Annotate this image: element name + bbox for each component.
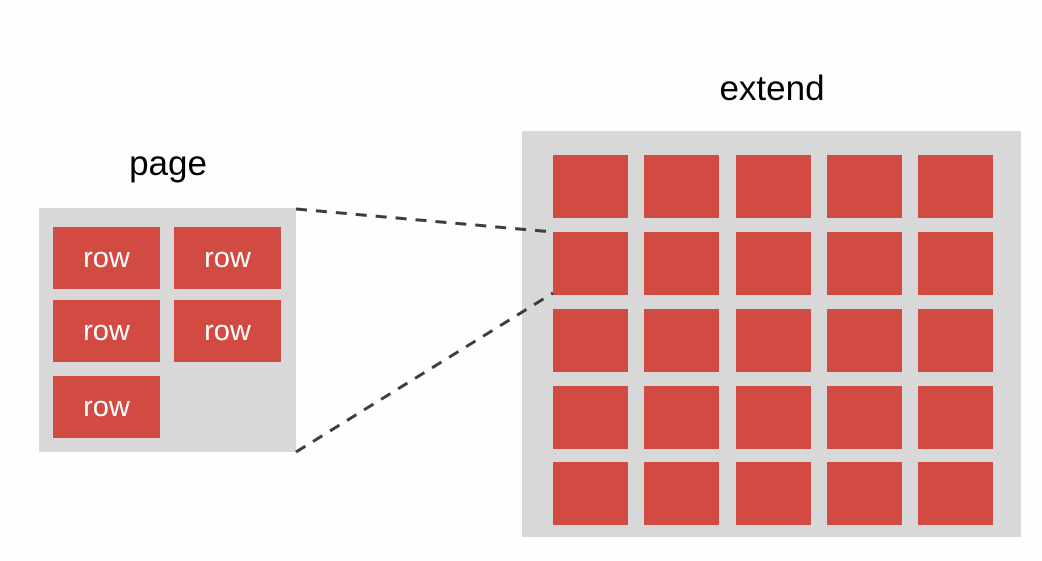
page-row: row	[53, 300, 160, 362]
extend-cell	[827, 386, 902, 449]
extend-cell	[827, 462, 902, 525]
bottom-zoom-line	[295, 291, 554, 454]
page-label: page	[129, 144, 207, 183]
extend-cell	[644, 309, 719, 372]
page-row: row	[174, 300, 281, 362]
extend-cell	[736, 462, 811, 525]
extend-cell	[736, 309, 811, 372]
extend-cell	[827, 155, 902, 218]
extend-container	[522, 131, 1021, 537]
page-container: row row row row row	[39, 208, 296, 452]
extend-cell	[918, 462, 993, 525]
extend-cell	[644, 155, 719, 218]
extend-cell	[553, 386, 628, 449]
extend-cell	[736, 155, 811, 218]
extend-cell	[644, 232, 719, 295]
extend-cell	[827, 309, 902, 372]
extend-cell	[553, 462, 628, 525]
extend-cell	[918, 386, 993, 449]
extend-cell	[644, 462, 719, 525]
extend-cell	[918, 309, 993, 372]
extend-cell	[827, 232, 902, 295]
extend-cell	[553, 155, 628, 218]
page-row: row	[53, 376, 160, 438]
extend-cell	[553, 309, 628, 372]
extend-cell	[644, 386, 719, 449]
extend-cell	[918, 155, 993, 218]
page-row: row	[174, 227, 281, 289]
extend-cell	[736, 232, 811, 295]
page-row: row	[53, 227, 160, 289]
top-zoom-line	[295, 207, 554, 234]
extend-cell	[918, 232, 993, 295]
extend-cell	[553, 232, 628, 295]
extend-cell	[736, 386, 811, 449]
extend-label: extend	[719, 69, 825, 108]
